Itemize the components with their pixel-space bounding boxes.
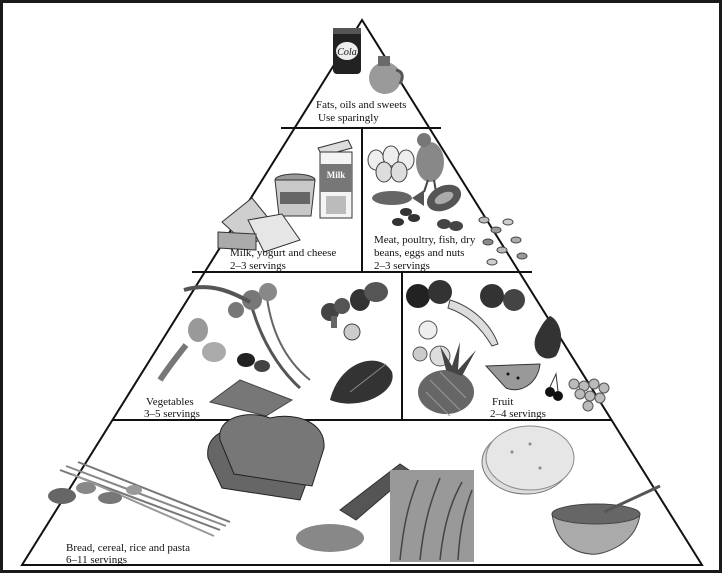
potatoes-image [188,318,226,362]
dairy-tier-title: Milk, yogurt and cheese [230,247,336,260]
watermelon-image [486,364,540,390]
cereal-bowl-image [552,486,660,554]
vegetables-tier-servings: 3–5 servings [144,408,200,421]
tortillas-image [482,426,574,494]
fats-tier-servings: Use sparingly [318,112,379,125]
pear-image [535,316,562,359]
spinach-image [330,361,393,404]
meat-roast-image [423,180,466,217]
pasta-image [48,462,230,536]
sweet-potato-image [210,380,292,416]
onion-eggplant-image [350,282,388,311]
fish-image [372,190,424,206]
bread-slices-image [208,415,324,500]
cola-can-image: Cola [333,28,361,74]
kiwi-image [480,284,525,311]
dairy-tier-servings: 2–3 servings [230,260,286,273]
fats-tier-title: Fats, oils and sweets [316,99,406,112]
grains-tier-servings: 6–11 servings [66,554,127,567]
milk-carton-image: Milk [318,140,352,218]
meat-tier-title-line1: Meat, poultry, fish, dry [374,234,475,247]
peppers-image [237,353,270,372]
green-bean-image [184,287,250,302]
broccoli-image [321,298,350,328]
nuts-image [392,208,463,231]
meat-tier-servings: 2–3 servings [374,260,430,273]
cola-label: Cola [337,47,356,58]
chicken-image [416,133,444,192]
eggs-image [368,146,414,182]
dry-beans-image [479,217,527,265]
mushroom-image [344,324,360,340]
oil-jug-image [369,56,402,94]
yogurt-cup-image [275,174,315,216]
meat-tier-title-line2: beans, eggs and nuts [374,247,464,260]
milk-carton-label: Milk [327,170,346,180]
fruit-tier-servings: 2–4 servings [490,408,546,421]
cherries-image [545,374,563,401]
wheat-field-image [390,470,474,562]
plums-image [406,280,452,308]
celery-image [160,345,186,380]
